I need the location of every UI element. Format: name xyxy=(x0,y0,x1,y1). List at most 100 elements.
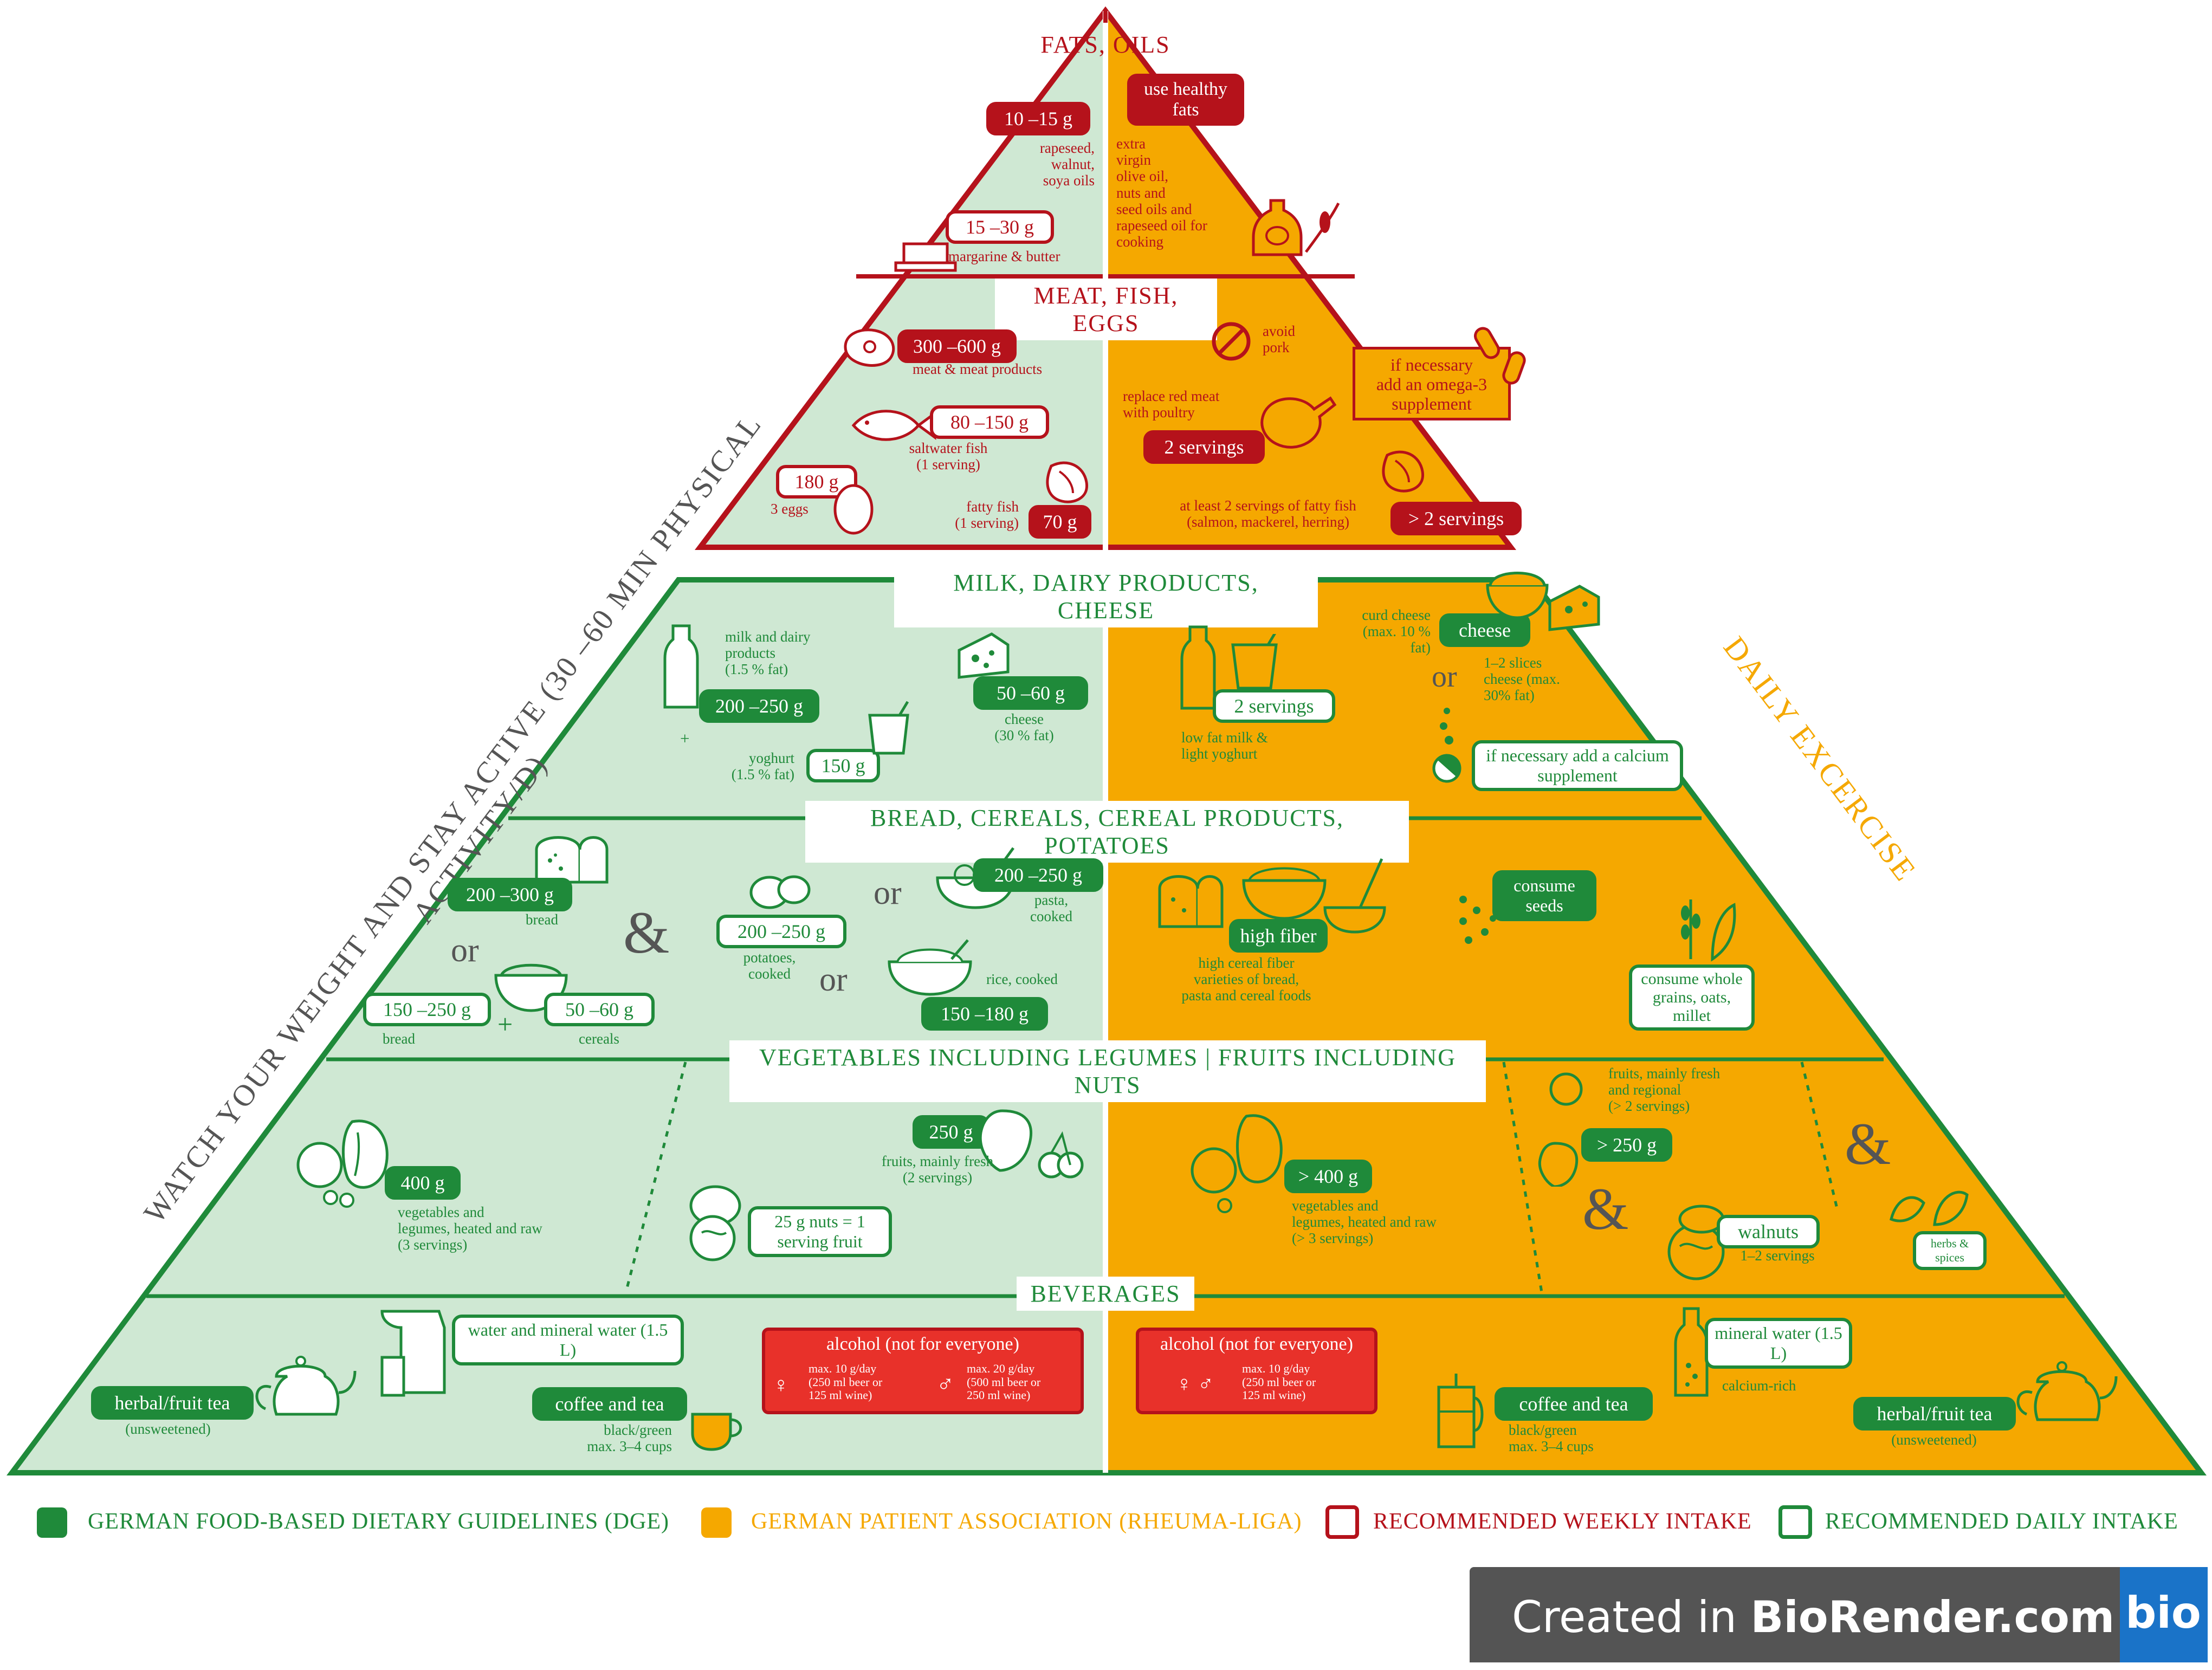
omega-box: if necessary add an omega-3 supplement xyxy=(1376,355,1487,413)
butter-icon xyxy=(894,242,957,272)
fats-dge-b-amount: 15 –30 g xyxy=(946,210,1054,244)
eggs-amount: 180 g xyxy=(776,465,857,499)
calcium-box: if necessary add a calcium supplement xyxy=(1472,740,1683,791)
bread-or-3: or xyxy=(819,961,848,998)
biorender-logo: bio xyxy=(2125,1588,2201,1638)
meat-header: MEAT, FISH, EGGS xyxy=(995,279,1217,340)
alcohol-male: max. 20 g/day (500 ml beer or 250 ml win… xyxy=(967,1362,1041,1402)
veg-dash-right-2 xyxy=(1800,1061,1839,1209)
bread-amount: 200 –300 g xyxy=(448,878,572,911)
avoid-pork-text: avoid pork xyxy=(1263,323,1295,356)
rl-dairy-or: or xyxy=(1432,660,1457,694)
veg-amp-1: & xyxy=(1582,1176,1629,1242)
olive-oil-icon xyxy=(1252,199,1340,256)
rl-walnut-icon xyxy=(1667,1205,1725,1280)
dairy-header: MILK, DAIRY PRODUCTS, CHEESE xyxy=(894,566,1318,627)
cheese-text: cheese (30 % fat) xyxy=(994,711,1054,744)
no-pork-icon xyxy=(1212,322,1251,361)
rl-veg-amount: > 400 g xyxy=(1284,1160,1372,1193)
fats-dge-a-text: rapeseed, walnut, soya oils xyxy=(1039,140,1095,189)
fats-rl-badge: use healthy fats xyxy=(1127,74,1244,126)
bread-text: bread xyxy=(526,911,558,928)
milk-text: milk and dairy products (1.5 % fat) xyxy=(725,629,811,678)
veg-header: VEGETABLES INCLUDING LEGUMES | FRUITS IN… xyxy=(729,1040,1486,1102)
bread-or-2: or xyxy=(874,875,902,911)
replace-text: replace red meat with poultry xyxy=(1123,388,1220,421)
rl-vegetables-icon xyxy=(1191,1114,1283,1213)
legend-label-rheuma: GERMAN PATIENT ASSOCIATION (RHEUMA-LIGA) xyxy=(751,1509,1302,1534)
potatoes-text: potatoes, cooked xyxy=(743,949,796,982)
biorender-prefix: Created in xyxy=(1512,1592,1751,1642)
fruit-text: fruits, mainly fresh (2 servings) xyxy=(881,1153,994,1186)
biorender-text: Created in BioRender.com xyxy=(1512,1592,2114,1642)
slices-text: 1–2 slices cheese (max. 30% fat) xyxy=(1484,655,1560,704)
dairy-plus: + xyxy=(680,729,690,748)
rl-coffee-badge: coffee and tea xyxy=(1495,1387,1653,1421)
female-icon: ♀ xyxy=(773,1373,789,1397)
nuts-box: 25 g nuts = 1 serving fruit xyxy=(748,1206,892,1257)
rl-female-male-icon: ♀ ♂ xyxy=(1176,1371,1214,1396)
rl-mineral-box: mineral water (1.5 L) xyxy=(1705,1318,1852,1369)
replace-badge: 2 servings xyxy=(1143,430,1265,464)
rice-amount: 150 –180 g xyxy=(921,997,1048,1031)
rl-dairy-servings: 2 servings xyxy=(1213,689,1335,723)
grains-icon xyxy=(1681,899,1736,962)
potatoes-amount: 200 –250 g xyxy=(716,915,846,948)
coffee-cup-icon xyxy=(691,1413,742,1451)
walnuts-text: 1–2 servings xyxy=(1740,1247,1815,1264)
nuts-icon xyxy=(689,1185,741,1261)
fattyfish-rl-badge: > 2 servings xyxy=(1390,502,1522,535)
fruit-amount: 250 g xyxy=(913,1115,989,1149)
vegetables-icon xyxy=(296,1119,389,1208)
bread-or-1: or xyxy=(451,932,479,969)
coffee-text: black/green max. 3–4 cups xyxy=(587,1422,672,1455)
french-press-icon xyxy=(1437,1374,1484,1448)
rl-lowfat-text: low fat milk & light yoghurt xyxy=(1181,729,1268,762)
rl-fruit-amount: > 250 g xyxy=(1581,1128,1672,1162)
berries-icon xyxy=(979,1109,1084,1179)
herbal-badge: herbal/fruit tea xyxy=(91,1386,254,1420)
legend-swatch-dge xyxy=(37,1507,67,1538)
rl-milk-bottle-icon xyxy=(1180,625,1216,710)
rl-coffee-text: black/green max. 3–4 cups xyxy=(1509,1422,1594,1455)
curd-text: curd cheese (max. 10 % fat) xyxy=(1362,607,1431,656)
veg-amount: 400 g xyxy=(385,1166,461,1200)
bread-plus: + xyxy=(497,1009,513,1039)
herbs-icon xyxy=(1890,1190,1969,1226)
fatty-fish-text: fatty fish (1 serving) xyxy=(955,499,1019,532)
rl-alcohol-text: max. 10 g/day (250 ml beer or 125 ml win… xyxy=(1242,1362,1316,1402)
fats-header: FATS, OILS xyxy=(1040,31,1170,58)
rl-alcohol-title: alcohol (not for everyone) xyxy=(1160,1334,1353,1354)
milk-amount: 200 –250 g xyxy=(699,689,819,723)
pasta-amount: 200 –250 g xyxy=(973,858,1103,892)
highfiber-foods-icon xyxy=(1158,858,1386,934)
fats-rl-text: extra virgin olive oil, nuts and seed oi… xyxy=(1116,135,1207,250)
water-jug-icon xyxy=(380,1310,446,1397)
rl-yoghurt-icon xyxy=(1231,634,1278,690)
fats-dge-a-amount: 10 –15 g xyxy=(986,102,1090,135)
bread-icon xyxy=(535,836,609,884)
highfiber-text: high cereal fiber varieties of bread, pa… xyxy=(1181,955,1311,1004)
rl-herbal-unsweet: (unsweetened) xyxy=(1891,1432,1977,1448)
fish-amount: 80 –150 g xyxy=(930,405,1049,439)
meat-icon xyxy=(844,328,895,367)
biorender-name: BioRender.com xyxy=(1750,1592,2115,1642)
cheese-amount: 50 –60 g xyxy=(973,676,1088,710)
cheese-icon xyxy=(958,632,1010,679)
bread2-amount: 150 –250 g xyxy=(363,993,491,1026)
legend-label-dge: GERMAN FOOD-BASED DIETARY GUIDELINES (DG… xyxy=(88,1509,670,1534)
yoghurt-icon xyxy=(868,701,909,755)
legend-label-daily: RECOMMENDED DAILY INTAKE xyxy=(1825,1509,2178,1534)
teapot-icon xyxy=(255,1356,357,1416)
rl-teapot-icon xyxy=(2016,1361,2118,1421)
rl-alcohol-box: alcohol (not for everyone) ♀ ♂ max. 10 g… xyxy=(1136,1328,1377,1414)
alcohol-female: max. 10 g/day (250 ml beer or 125 ml win… xyxy=(809,1362,883,1402)
veg-dash-left xyxy=(624,1061,687,1293)
rl-veg-text: vegetables and legumes, heated and raw (… xyxy=(1292,1198,1437,1247)
eggs-text: 3 eggs xyxy=(771,501,809,517)
highfiber-badge: high fiber xyxy=(1229,919,1328,953)
wholegrain-box: consume whole grains, oats, millet xyxy=(1629,965,1755,1031)
water-box: water and mineral water (1.5 L) xyxy=(452,1315,684,1365)
rl-fruit-icon xyxy=(1538,1072,1583,1187)
